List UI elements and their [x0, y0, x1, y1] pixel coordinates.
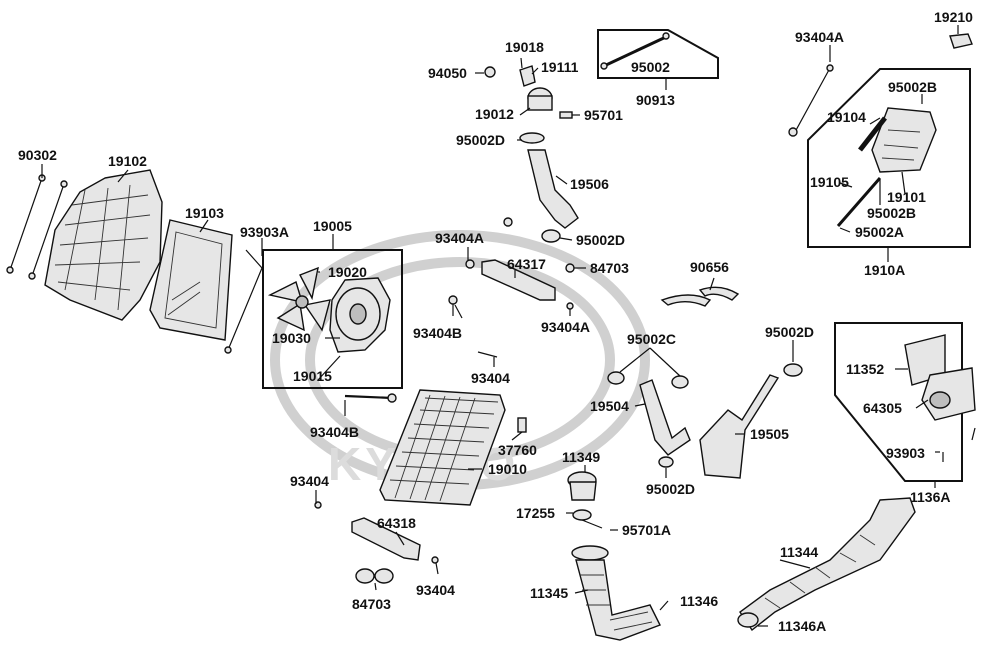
label-95002C: 95002C [627, 331, 676, 347]
label-19102: 19102 [108, 153, 147, 169]
label-64317: 64317 [507, 256, 546, 272]
label-19504: 19504 [590, 398, 629, 414]
sensor-37760 [517, 417, 527, 433]
hose-kit-group-box [597, 29, 719, 79]
hose-19505 [658, 363, 803, 479]
label-93404B-mid: 93404B [413, 325, 462, 341]
label-95002B-top: 95002B [888, 79, 937, 95]
thermostat-housing [484, 65, 573, 119]
hose-90656 [660, 286, 740, 307]
radiator-core [379, 389, 506, 506]
label-19210: 19210 [934, 9, 973, 25]
label-93404A-low: 93404A [541, 319, 590, 335]
label-95002D-top: 95002D [456, 132, 505, 148]
radiator-grille [44, 169, 163, 321]
bolt-93404b-mid [448, 295, 458, 316]
label-19018: 19018 [505, 39, 544, 55]
label-94050: 94050 [428, 65, 467, 81]
label-19020: 19020 [328, 264, 367, 280]
cover-clip [224, 249, 263, 354]
hose-11344 [737, 497, 916, 632]
label-37760: 37760 [498, 442, 537, 458]
fan-shroud [329, 277, 391, 353]
bolt-93404-mid [477, 351, 498, 358]
label-19506: 19506 [570, 176, 609, 192]
reservoir-tubes [836, 116, 887, 227]
label-90656: 90656 [690, 259, 729, 275]
label-11346A: 11346A [778, 618, 826, 634]
label-19105: 19105 [810, 174, 849, 190]
label-19012: 19012 [475, 106, 514, 122]
label-19030: 19030 [272, 330, 311, 346]
label-95002D-right: 95002D [765, 324, 814, 340]
mounting-rods [6, 174, 68, 280]
label-19101: 19101 [887, 189, 926, 205]
cooling-fan [267, 266, 331, 332]
label-95701: 95701 [584, 107, 623, 123]
label-19015: 19015 [293, 368, 332, 384]
clamp-95002d-top [519, 132, 545, 144]
hose-19504 [607, 371, 691, 456]
label-84703-low: 84703 [352, 596, 391, 612]
label-19005: 19005 [313, 218, 352, 234]
label-95701A: 95701A [622, 522, 671, 538]
reservoir-tank [871, 107, 937, 173]
bolt-93404b [344, 393, 397, 403]
label-17255: 17255 [516, 505, 555, 521]
label-19103: 19103 [185, 205, 224, 221]
label-1136A: 1136A [910, 489, 950, 505]
label-19111: 19111 [541, 59, 579, 75]
label-93404-mid: 93404 [471, 370, 510, 386]
label-93903A: 93903A [240, 224, 289, 240]
air-duct-box [921, 367, 976, 462]
label-90913: 90913 [636, 92, 675, 108]
label-19505: 19505 [750, 426, 789, 442]
hose-11345 [571, 545, 661, 641]
label-11345: 11345 [530, 585, 568, 601]
radiator-cover [149, 219, 233, 341]
label-95002A: 95002A [855, 224, 904, 240]
part-labels: 19210 93404A 95002B 19104 19105 19101 95… [18, 9, 973, 634]
reservoir-group-box [807, 68, 971, 248]
filler-cap [567, 471, 603, 529]
label-90302: 90302 [18, 147, 57, 163]
label-19104: 19104 [827, 109, 866, 125]
label-11349: 11349 [562, 449, 600, 465]
air-duct-group-box [834, 322, 963, 482]
label-11346: 11346 [680, 593, 718, 609]
label-95002D-mid: 95002D [576, 232, 625, 248]
label-19010: 19010 [488, 461, 527, 477]
label-93903: 93903 [886, 445, 925, 461]
hose-19506 [527, 149, 579, 229]
label-1910A: 1910A [864, 262, 905, 278]
label-93404A-mid: 93404A [435, 230, 484, 246]
bracket-64318 [314, 501, 439, 584]
label-93404-low: 93404 [416, 582, 455, 598]
reservoir-cap [949, 33, 973, 49]
leader-lines [41, 25, 959, 627]
reservoir-bolt [788, 64, 834, 137]
label-64305: 64305 [863, 400, 902, 416]
label-95002D-low: 95002D [646, 481, 695, 497]
label-95002: 95002 [631, 59, 670, 75]
label-93404A-top: 93404A [795, 29, 844, 45]
label-11352: 11352 [846, 361, 884, 377]
label-11344: 11344 [780, 544, 818, 560]
label-93404-left: 93404 [290, 473, 329, 489]
label-84703-mid: 84703 [590, 260, 629, 276]
hose-kit [600, 32, 670, 70]
label-93404B-low: 93404B [310, 424, 359, 440]
label-64318: 64318 [377, 515, 416, 531]
label-95002B-mid: 95002B [867, 205, 916, 221]
clamp-95002d-mid [541, 229, 561, 243]
bracket-64317 [465, 217, 575, 310]
